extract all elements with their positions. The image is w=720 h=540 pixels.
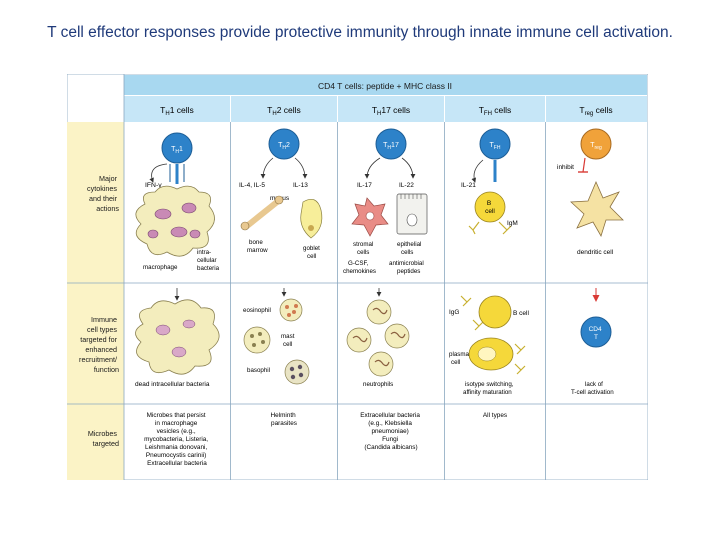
- macrophage-icon: [135, 299, 220, 375]
- row-label-immune-cells: Immune cell types targeted for enhanced …: [79, 315, 119, 374]
- neutrophil-icon: [384, 323, 410, 349]
- th1-target-panel: dead intracellular bacteria: [135, 288, 220, 388]
- t-cell-icon: [161, 132, 193, 164]
- lack-of-activation-label: lack of T-cell activation: [571, 381, 614, 396]
- top-header-bar: [124, 75, 647, 95]
- inhibit-arrow-icon: [582, 157, 586, 173]
- antibody-icon: [468, 221, 512, 235]
- th2-cytokines-right: IL-13: [293, 182, 308, 189]
- plasma-cell-label: plasma cell: [449, 351, 471, 366]
- macrophage-icon: [135, 185, 215, 257]
- eosinophil-label: eosinophil: [243, 307, 271, 314]
- dendritic-cell-label: dendritic cell: [577, 249, 614, 256]
- basophil-icon: [284, 359, 310, 385]
- row2-b-cell-label: B cell: [513, 310, 529, 317]
- column-header-th1: TH1 cells: [160, 105, 194, 117]
- dendritic-cell-icon: [570, 180, 624, 237]
- column-header-th17: TH17 cells: [372, 105, 410, 117]
- bone-icon: [240, 195, 284, 231]
- b-cell-icon: [474, 191, 506, 223]
- cd4-cell-label: CD4 T: [589, 326, 604, 341]
- th2-cytokines-left: IL-4, IL-5: [239, 182, 265, 189]
- th17-cell-label: TH17: [383, 142, 399, 151]
- th2-target-panel: eosinophil mast cell basophil: [243, 288, 310, 385]
- macrophage-label: macrophage: [143, 264, 178, 271]
- top-header-text: CD4 T cells: peptide + MHC class II: [318, 81, 452, 91]
- b-cell-icon: [478, 295, 512, 329]
- intracellular-bacteria-label: intra- cellular bacteria: [197, 249, 220, 272]
- th2-cytokine-panel: TH2 IL-4, IL-5 IL-13 mucus bone marrow g…: [239, 128, 323, 260]
- igg-label: IgG: [449, 309, 459, 316]
- th1-cell-label: TH1: [171, 146, 183, 155]
- tfh-target-panel: IgG B cell plasma cell isotype switching…: [449, 295, 529, 396]
- column-headers: TH1 cells TH2 cells TH17 cells TFH cells…: [124, 96, 647, 122]
- tfh-cytokine-panel: TFH IL-21 B cell IgM: [461, 128, 518, 235]
- antibody-icon: [460, 295, 484, 331]
- antibody-icon: [514, 343, 526, 375]
- igm-label: IgM: [507, 220, 518, 227]
- t-cell-icon: [268, 128, 300, 160]
- tfh-microbes: All types: [483, 412, 507, 419]
- t-cell-icon: [375, 128, 407, 160]
- mast-cell-label: mast cell: [281, 333, 296, 348]
- dead-bacteria-label: dead intracellular bacteria: [135, 381, 210, 388]
- tfh-cytokine-label: IL-21: [461, 182, 476, 189]
- goblet-cell-label: goblet cell: [303, 245, 322, 260]
- th17-cytokine-panel: TH17 IL-17 IL-22 stromal cells epithelia…: [343, 128, 428, 275]
- row-label-microbes: Microbes targeted: [88, 429, 119, 448]
- tfh-cell-label: TFH: [490, 142, 501, 151]
- gcsf-label: G-CSF, chemokines: [343, 260, 376, 275]
- basophil-label: basophil: [247, 367, 270, 374]
- treg-target-panel: CD4 T lack of T-cell activation: [571, 288, 614, 396]
- th1-cytokine-panel: TH1 IFN-γ macrophage intra- cellular bac…: [135, 132, 220, 272]
- th1-microbes: Microbes that persist in macrophage vesi…: [144, 412, 210, 467]
- epithelial-cells-label: epithelial cells: [397, 241, 423, 256]
- t-cell-figure: CD4 T cells: peptide + MHC class II TH1 …: [67, 74, 648, 480]
- neutrophil-icon: [346, 327, 372, 353]
- t-cell-icon: [479, 128, 511, 160]
- treg-cell-label: Treg: [590, 142, 602, 151]
- antimicrobial-peptides-label: antimicrobial peptides: [389, 260, 425, 275]
- isotype-switching-label: isotype switching, affinity maturation: [463, 381, 515, 396]
- t-cell-icon: [580, 128, 612, 160]
- th2-cell-label: TH2: [278, 142, 290, 151]
- inhibit-label: inhibit: [557, 164, 574, 171]
- treg-cytokine-panel: Treg inhibit dendritic cell: [557, 128, 624, 256]
- mast-cell-icon: [243, 326, 271, 354]
- bone-marrow-label: bone marrow: [247, 239, 268, 254]
- column-header-tfh: TFH cells: [479, 105, 512, 117]
- th17-cytokine-right: IL-22: [399, 182, 414, 189]
- neutrophils-label: neutrophils: [363, 381, 393, 388]
- th17-target-panel: neutrophils: [346, 288, 410, 388]
- th1-cytokine-label: IFN-γ: [145, 182, 162, 189]
- th17-microbes: Extracellular bacteria (e.g., Klebsiella…: [360, 412, 421, 451]
- neutrophil-icon: [368, 351, 394, 377]
- th2-microbes: Helminth parasites: [271, 412, 298, 427]
- stromal-cells-label: stromal cells: [353, 241, 375, 256]
- column-header-treg: Treg cells: [579, 105, 612, 117]
- row-label-column: [67, 122, 124, 480]
- b-cell-label: B cell: [485, 200, 495, 215]
- goblet-cell-icon: [300, 199, 323, 239]
- column-header-th2: TH2 cells: [267, 105, 301, 117]
- t-cell-icon: [580, 316, 612, 348]
- neutrophil-icon: [366, 299, 392, 325]
- th17-cytokine-left: IL-17: [357, 182, 372, 189]
- slide-title: T cell effector responses provide protec…: [47, 24, 673, 41]
- eosinophil-icon: [279, 298, 303, 322]
- row-label-cytokines: Major cytokines and their actions: [87, 174, 119, 213]
